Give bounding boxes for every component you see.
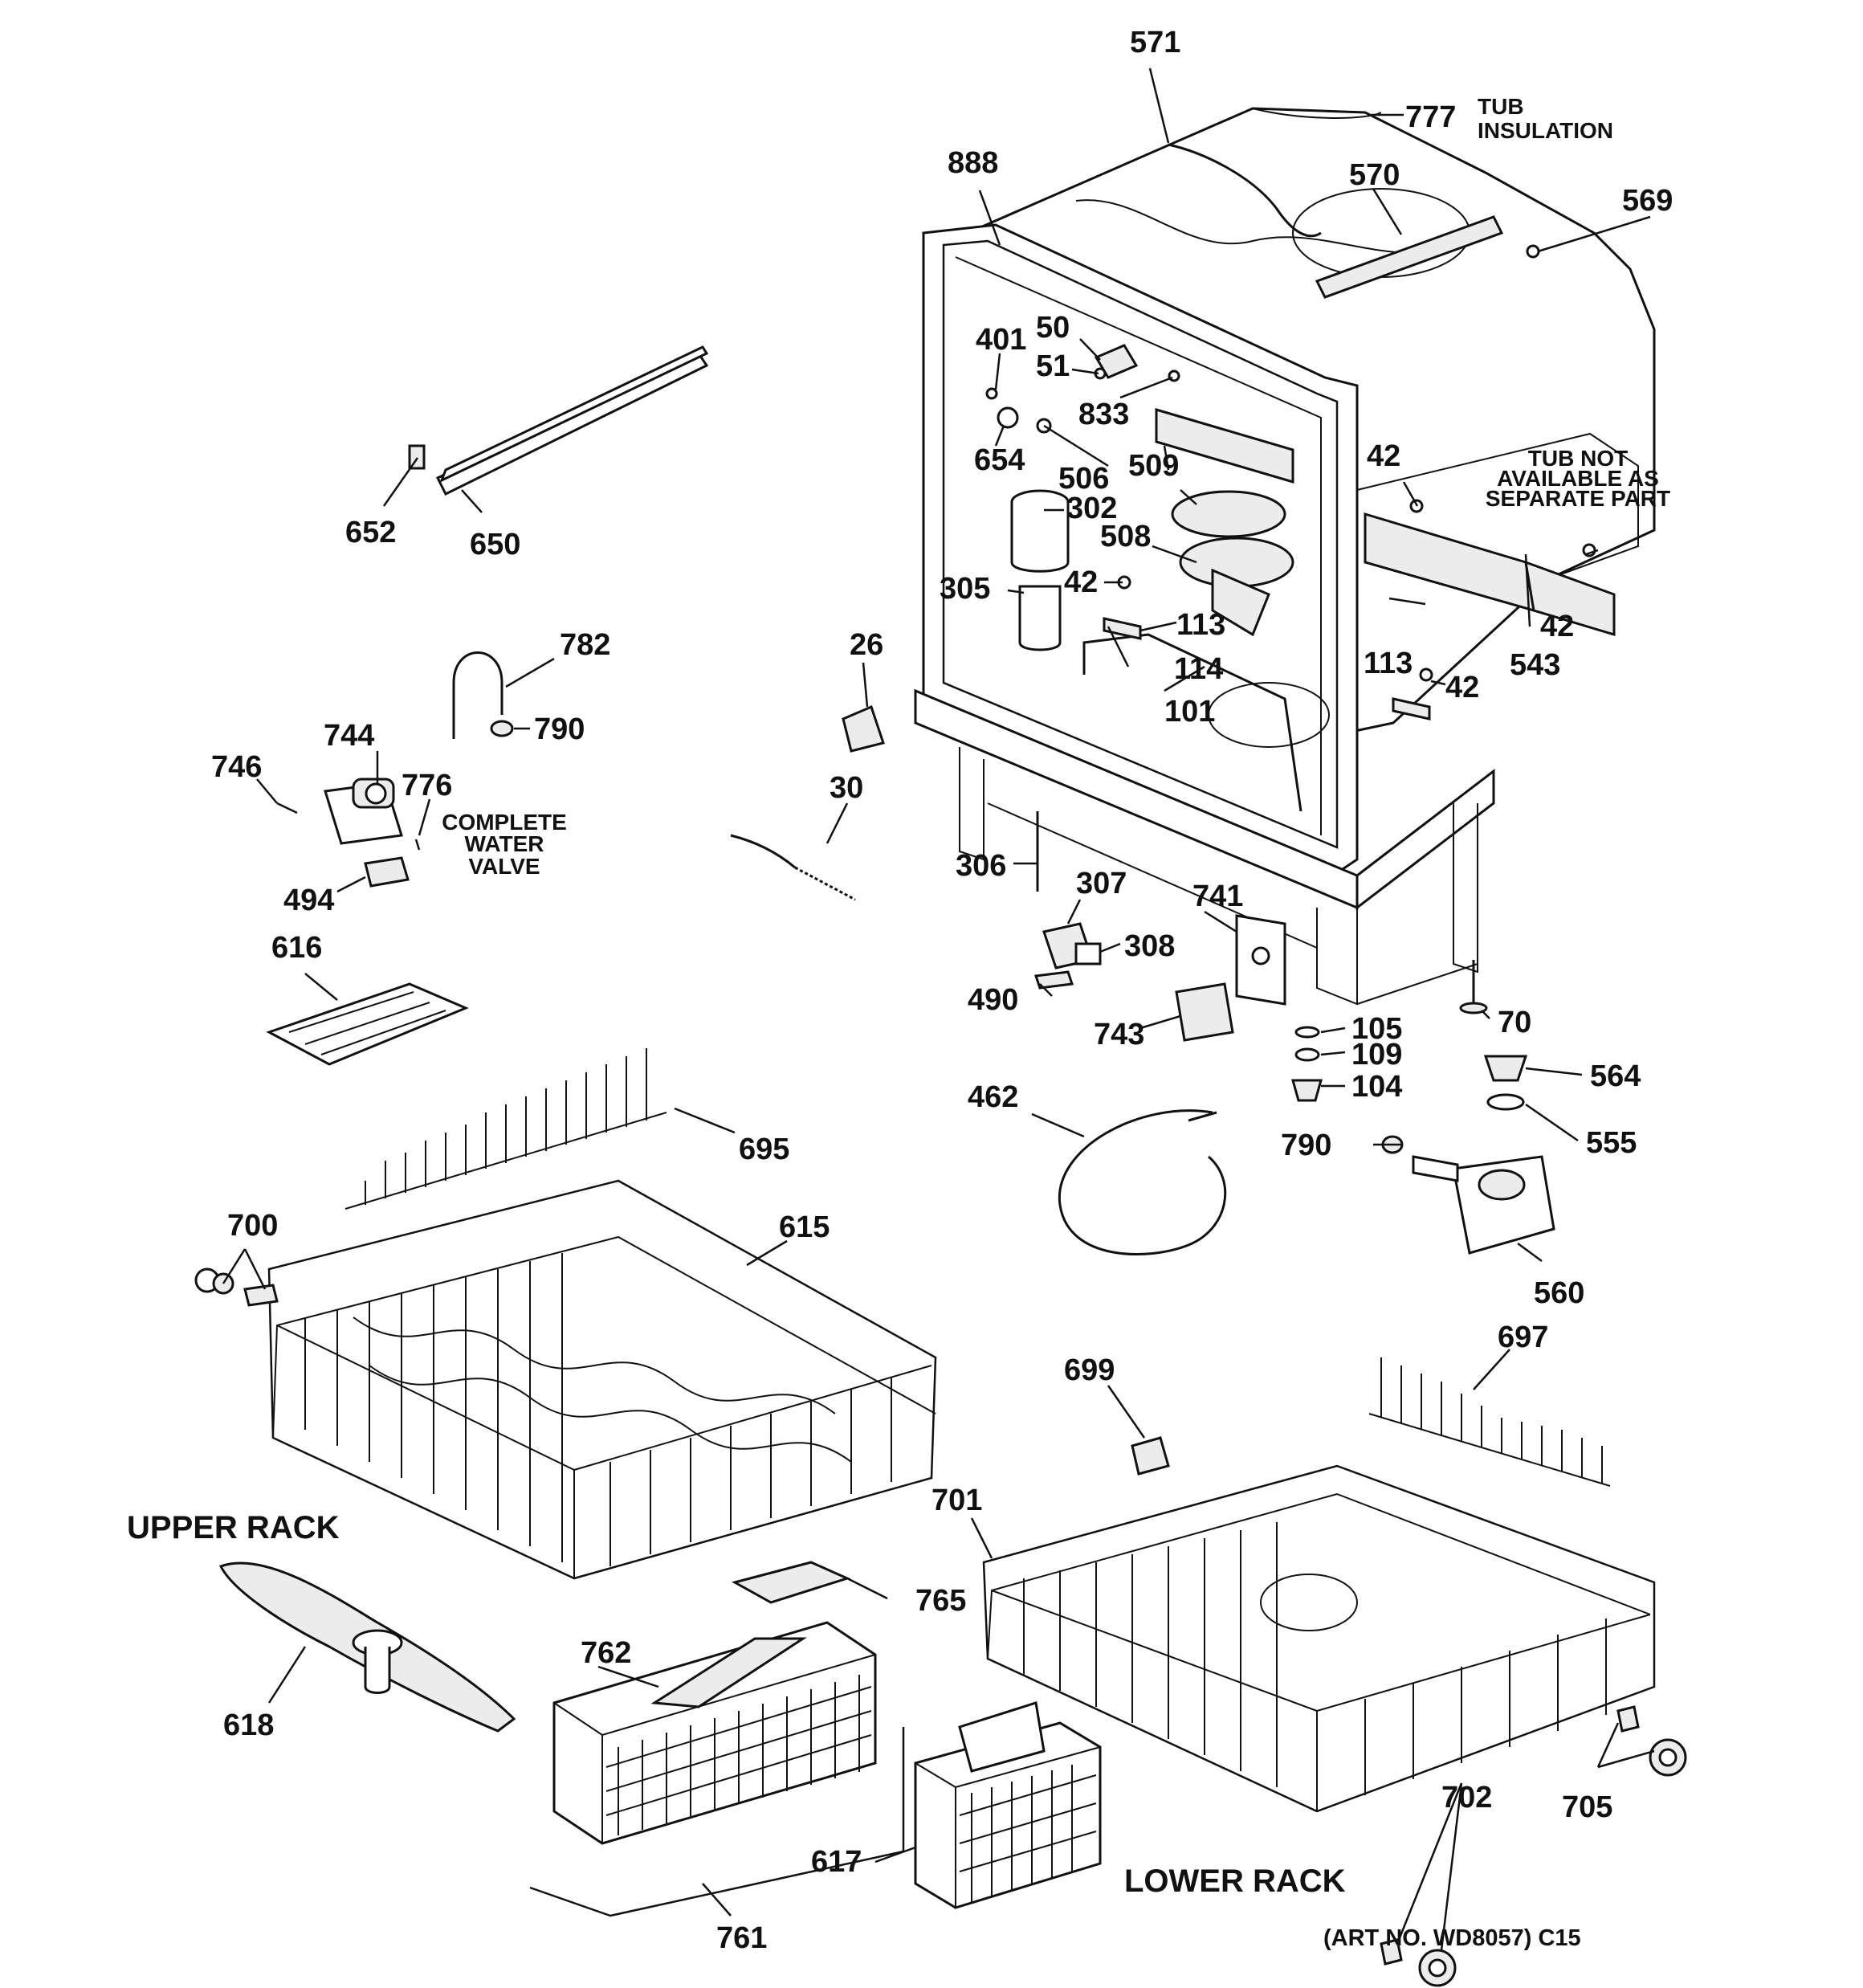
callout-560: 560: [1534, 1276, 1584, 1310]
callout-650: 650: [470, 528, 520, 561]
callout-109: 109: [1351, 1038, 1402, 1072]
callout-42-b: 42: [1367, 439, 1400, 473]
art-number: (ART NO. WD8057) C15: [1323, 1925, 1581, 1951]
notes: TUB INSULATION TUB NOT AVAILABLE AS SEPA…: [127, 94, 1670, 1951]
callout-555: 555: [1586, 1126, 1637, 1160]
callout-569: 569: [1622, 184, 1673, 218]
callout-654: 654: [974, 443, 1025, 477]
callout-302: 302: [1066, 492, 1117, 525]
callout-305: 305: [940, 572, 990, 606]
callout-506: 506: [1058, 462, 1109, 496]
upper-rack: [194, 1048, 937, 1733]
callout-762: 762: [581, 1636, 631, 1670]
callout-701: 701: [932, 1484, 982, 1517]
loose-parts: [266, 345, 1555, 1255]
callout-618: 618: [223, 1708, 274, 1742]
leader-lines: [222, 67, 1655, 1951]
note-tub-not-available-line-2: AVAILABLE AS: [1497, 466, 1659, 491]
callout-113-a: 113: [1176, 608, 1225, 642]
callout-564: 564: [1590, 1059, 1641, 1093]
note-water-valve-line-1: COMPLETE: [442, 810, 567, 835]
callout-508: 508: [1100, 520, 1151, 553]
callout-741: 741: [1192, 880, 1243, 913]
callout-570: 570: [1349, 158, 1400, 192]
callout-695: 695: [739, 1133, 789, 1166]
callout-51: 51: [1036, 349, 1070, 383]
callout-113-b: 113: [1364, 647, 1413, 680]
callout-777: 777: [1405, 100, 1456, 134]
section-lower-rack: LOWER RACK: [1124, 1863, 1346, 1899]
callout-702: 702: [1441, 1781, 1492, 1815]
callout-462: 462: [968, 1080, 1018, 1114]
callout-307: 307: [1076, 867, 1127, 900]
callout-306: 306: [956, 849, 1006, 883]
callout-490: 490: [968, 983, 1018, 1017]
callout-776: 776: [402, 769, 452, 802]
callout-700: 700: [227, 1209, 278, 1243]
callout-42-c: 42: [1540, 610, 1574, 643]
callout-616: 616: [271, 931, 322, 965]
callout-509: 509: [1128, 449, 1179, 483]
note-tub-insulation-line-1: TUB: [1478, 94, 1524, 119]
callout-42-a: 42: [1064, 565, 1098, 599]
callout-70: 70: [1498, 1006, 1531, 1039]
callout-105: 105: [1351, 1012, 1402, 1046]
callout-761: 761: [716, 1921, 767, 1955]
callout-50: 50: [1036, 311, 1070, 345]
note-tub-insulation-line-2: INSULATION: [1478, 118, 1613, 143]
callout-543: 543: [1510, 648, 1560, 682]
callout-833: 833: [1078, 398, 1129, 431]
callout-888: 888: [948, 146, 998, 180]
callout-101: 101: [1164, 695, 1215, 729]
callout-571: 571: [1130, 26, 1180, 59]
callout-401: 401: [976, 323, 1026, 357]
lower-rack: [982, 1357, 1687, 1987]
callout-308: 308: [1124, 929, 1175, 963]
callout-746: 746: [211, 750, 262, 784]
callouts: 571 777 888 570 569 401 50 51 833 654 50…: [211, 26, 1673, 1955]
note-water-valve-line-3: VALVE: [468, 854, 540, 879]
callout-30: 30: [830, 771, 863, 805]
callout-782: 782: [560, 628, 610, 662]
callout-652: 652: [345, 516, 396, 549]
callout-765: 765: [915, 1584, 966, 1618]
note-tub-not-available-line-1: TUB NOT: [1528, 446, 1628, 471]
callout-114: 114: [1174, 652, 1223, 686]
callout-494: 494: [283, 884, 334, 917]
section-upper-rack: UPPER RACK: [127, 1510, 340, 1545]
callout-615: 615: [779, 1210, 830, 1244]
callout-617: 617: [811, 1845, 862, 1879]
callout-697: 697: [1498, 1321, 1548, 1354]
callout-743: 743: [1094, 1018, 1144, 1051]
callout-42-d: 42: [1445, 671, 1479, 704]
callout-790-b: 790: [1281, 1129, 1331, 1162]
tub-assembly: [914, 107, 1656, 1006]
note-tub-not-available-line-3: SEPARATE PART: [1486, 486, 1670, 511]
callout-744: 744: [324, 719, 374, 753]
silverware-baskets: [552, 1621, 1102, 1909]
callout-104: 104: [1351, 1070, 1402, 1104]
note-water-valve-line-2: WATER: [464, 831, 544, 856]
callout-26: 26: [850, 628, 883, 662]
callout-699: 699: [1064, 1353, 1115, 1387]
callout-705: 705: [1562, 1790, 1612, 1824]
callout-790-a: 790: [534, 712, 585, 746]
